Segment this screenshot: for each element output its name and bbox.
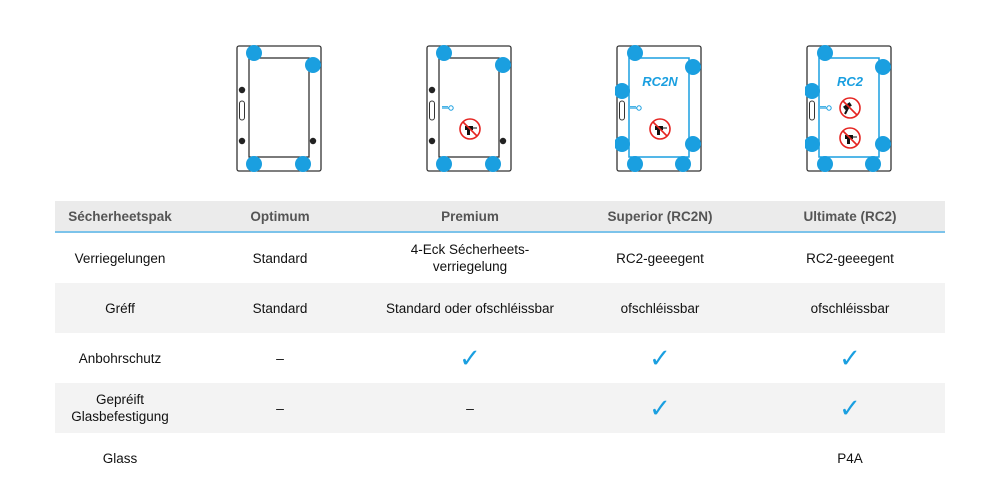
window-diagram-optimum bbox=[235, 44, 325, 174]
row-label: Gréff bbox=[105, 300, 135, 316]
table-cell: – bbox=[466, 399, 474, 416]
rc2-label: RC2 bbox=[837, 74, 864, 89]
checkmark-icon: ✓ bbox=[649, 342, 671, 373]
table-cell: Standard bbox=[252, 300, 308, 316]
table-row: Glass P4A bbox=[55, 433, 945, 483]
header-cell: Premium bbox=[441, 208, 499, 224]
table-cell: RC2-geeegent bbox=[806, 250, 894, 266]
row-label: Verriegelungen bbox=[74, 250, 166, 266]
row-label: Anbohrschutz bbox=[78, 350, 162, 366]
header-cell: Sécherheetspak bbox=[68, 208, 172, 224]
rc2n-label: RC2N bbox=[642, 74, 678, 89]
window-diagram-ultimate: RC2 bbox=[805, 44, 895, 174]
header-cell: Optimum bbox=[250, 208, 310, 224]
table-header: Sécherheetspak Optimum Premium Superior … bbox=[55, 201, 945, 233]
table-cell: ofschléissbar bbox=[810, 300, 890, 316]
table-cell: Standard bbox=[252, 250, 308, 266]
table-row: Gepréift Glasbefestigung – – ✓ ✓ bbox=[55, 383, 945, 433]
window-diagram-premium bbox=[425, 44, 515, 174]
table-cell: RC2-geeegent bbox=[616, 250, 704, 266]
table-row: Anbohrschutz – ✓ ✓ ✓ bbox=[55, 333, 945, 383]
row-label: Glass bbox=[102, 450, 138, 466]
table-row: Gréff Standard Standard oder ofschléissbar… bbox=[55, 283, 945, 333]
checkmark-icon: ✓ bbox=[649, 392, 671, 423]
table-cell: – bbox=[276, 399, 284, 416]
checkmark-icon: ✓ bbox=[839, 392, 861, 423]
table-cell: 4-Eck Sécherheets- verriegelung bbox=[410, 242, 530, 274]
table-cell: ofschléissbar bbox=[620, 300, 700, 316]
table-cell: – bbox=[276, 349, 284, 366]
window-diagram-superior: RC2N bbox=[615, 44, 705, 174]
table-cell: P4A bbox=[837, 450, 863, 466]
header-cell: Ultimate (RC2) bbox=[803, 208, 897, 224]
checkmark-icon: ✓ bbox=[459, 342, 481, 373]
table-cell: Standard oder ofschléissbar bbox=[385, 300, 555, 316]
table-row: Verriegelungen Standard 4-Eck Sécherheets-… bbox=[55, 233, 945, 283]
checkmark-icon: ✓ bbox=[839, 342, 861, 373]
comparison-table: Sécherheetspak Optimum Premium Superior … bbox=[55, 201, 945, 483]
row-label: Gepréift Glasbefestigung bbox=[71, 392, 169, 424]
header-cell: Superior (RC2N) bbox=[607, 208, 713, 224]
